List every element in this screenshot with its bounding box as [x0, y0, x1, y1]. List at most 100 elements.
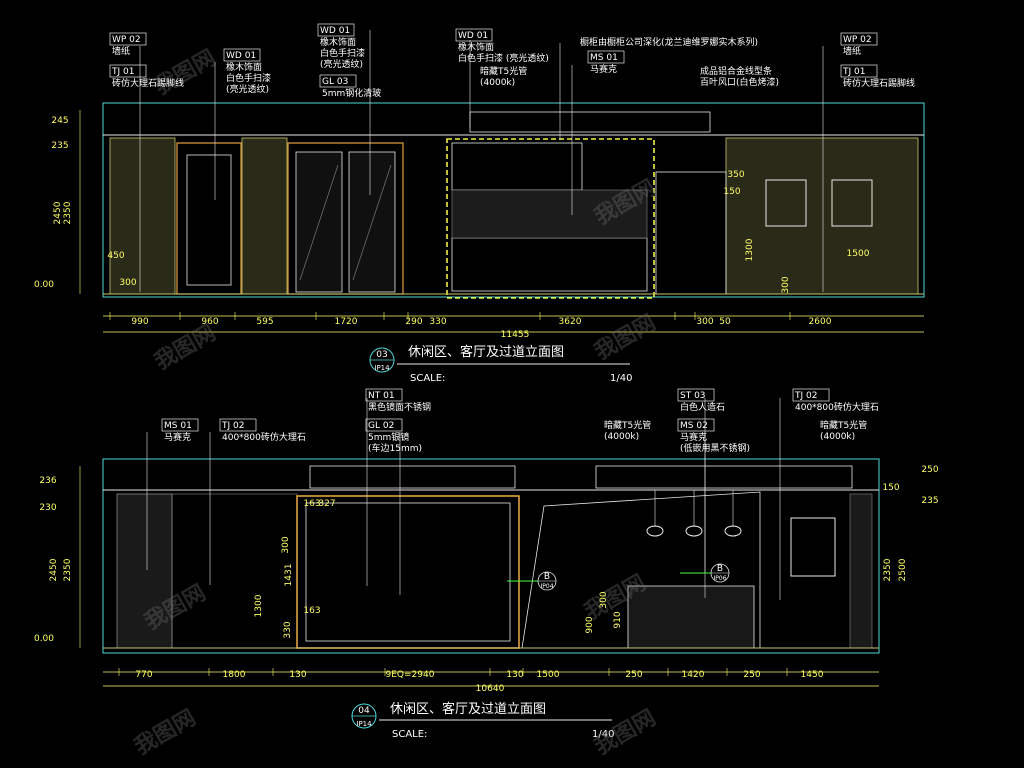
bottom-right-dim-label: 2350 [883, 558, 893, 581]
top-ceiling-feature [469, 111, 711, 133]
top-total-label: 11455 [501, 330, 530, 340]
top-left-dim-label: 300 [119, 278, 136, 288]
callout-code: WD 01 [320, 26, 350, 36]
callout-text: (4000k) [480, 78, 515, 88]
top-dim-label: 990 [131, 317, 148, 327]
top-title: 休闲区、客厅及过道立面图 [408, 344, 564, 360]
callout-text: 暗藏T5光管 [480, 65, 527, 77]
callout-text: (低嵌用黑不锈钢) [680, 442, 750, 454]
callout-code-box [109, 64, 147, 78]
callout-code: MS 01 [590, 53, 618, 63]
bottom-dim-label: 130 [289, 670, 306, 680]
callout-code: TJ 01 [111, 67, 134, 77]
top-right-dim-label: 150 [723, 187, 740, 197]
callout-code: TJ 02 [221, 421, 244, 431]
bottom-title-badge-sheet: IP14 [356, 720, 372, 728]
callout-code-box [455, 28, 493, 42]
callout-code-box [792, 388, 830, 402]
callout-code: WD 01 [458, 31, 488, 41]
callout-text: 成品铝合金线型条 [700, 65, 772, 77]
callout-text: 墙纸 [112, 45, 130, 57]
bottom-dim-label: 1800 [223, 670, 246, 680]
callout-text: 马赛克 [680, 431, 707, 443]
callout-text: 5mm钢化清玻 [322, 87, 381, 99]
top-dim-label: 300 [696, 317, 713, 327]
pendant-lamp-icon [685, 525, 703, 537]
callout-text: 百叶风口(白色烤漆) [700, 76, 779, 88]
top-picture-left [765, 179, 807, 227]
callout-code-box [365, 388, 403, 402]
top-wallpaper-right [725, 137, 919, 295]
callout-text: 白色手扫漆 (亮光透纹) [458, 52, 549, 64]
top-dim-label: 290 [405, 317, 422, 327]
callout-text: 暗藏T5光管 [604, 419, 651, 431]
bottom-left-dim-label: 2350 [63, 558, 73, 581]
bottom-elevation [102, 398, 880, 687]
watermark: 我图网 [131, 706, 201, 761]
bottom-mirror-frame [296, 495, 520, 649]
callout-code-box [109, 32, 147, 46]
bottom-picture [790, 517, 836, 577]
top-dim-label: 3620 [559, 317, 582, 327]
bottom-total-label: 10640 [476, 684, 505, 694]
callout-text: 暗藏T5光管 [820, 419, 867, 431]
bottom-room-frame [102, 458, 880, 654]
bottom-panel-dim-label: 163 [303, 499, 320, 509]
top-left-dim-label: 245 [51, 116, 68, 126]
bottom-dim-label: 1450 [801, 670, 824, 680]
callout-code-box [677, 418, 715, 432]
top-left-dim-label: 2350 [63, 201, 73, 224]
watermark: 我图网 [591, 311, 661, 366]
top-title-badge-sheet: IP14 [374, 364, 390, 372]
top-right-dim-label: 300 [781, 276, 791, 293]
top-title-badge-number: 03 [376, 350, 387, 360]
section-mark-sheet: IP04 [540, 583, 553, 590]
top-lower-cabinets [451, 237, 648, 292]
section-mark-number: B [544, 572, 550, 582]
bottom-panel-dim-label: 300 [599, 591, 609, 608]
callout-code-box [223, 48, 261, 62]
callout-text: (亮光透纹) [226, 83, 269, 95]
callout-text: 400*800砖仿大理石 [795, 401, 879, 413]
top-dim-label: 330 [429, 317, 446, 327]
callout-text: 5mm银镜 [368, 431, 409, 443]
bottom-mosaic-wall [116, 493, 173, 649]
callout-text: 橡木饰面 [226, 61, 262, 73]
callout-text: 橡木饰面 [458, 41, 494, 53]
top-elevation [102, 30, 925, 333]
top-dim-label: 595 [256, 317, 273, 327]
bottom-dim-label: 1420 [682, 670, 705, 680]
bottom-title-block: 04 IP14 休闲区、客厅及过道立面图 SCALE: 1/40 [351, 701, 614, 740]
callout-text: (4000k) [604, 432, 639, 442]
callout-text: 白色手扫漆 [226, 72, 271, 84]
callout-text: 砖仿大理石踢脚线 [843, 77, 915, 89]
top-glass-hatch [352, 164, 392, 281]
callout-code-box [317, 23, 355, 37]
callout-code: WP 02 [843, 35, 872, 45]
callout-code-box [365, 418, 403, 432]
bottom-panel-dim-label: 910 [613, 611, 623, 628]
pendant-lamp-icon [646, 525, 664, 537]
callout-code: MS 02 [680, 421, 708, 431]
callout-text: 橱柜由橱柜公司深化(龙兰迪维罗娜实木系列) [580, 36, 758, 48]
callout-code-box [219, 418, 257, 432]
watermark: 我图网 [591, 706, 661, 761]
bottom-column [849, 493, 873, 649]
callout-text: 砖仿大理石踢脚线 [112, 77, 184, 89]
callout-code-box [161, 418, 199, 432]
top-mosaic-backsplash [451, 189, 648, 239]
callout-code: TJ 01 [842, 67, 865, 77]
top-scale-label: SCALE: [410, 373, 445, 384]
callout-code: GL 02 [368, 421, 394, 431]
top-dim-label: 50 [719, 317, 731, 327]
bottom-panel-dim-label: 300 [281, 536, 291, 553]
callout-code-box [840, 32, 878, 46]
callout-code: ST 03 [680, 391, 706, 401]
top-room-frame [102, 102, 925, 298]
pendant-lamp-icon [724, 525, 742, 537]
bottom-ceiling-cove-right [595, 465, 853, 489]
top-upper-cabinets [451, 142, 583, 191]
callout-text: (4000k) [820, 432, 855, 442]
bottom-title-badge-number: 04 [358, 706, 370, 716]
